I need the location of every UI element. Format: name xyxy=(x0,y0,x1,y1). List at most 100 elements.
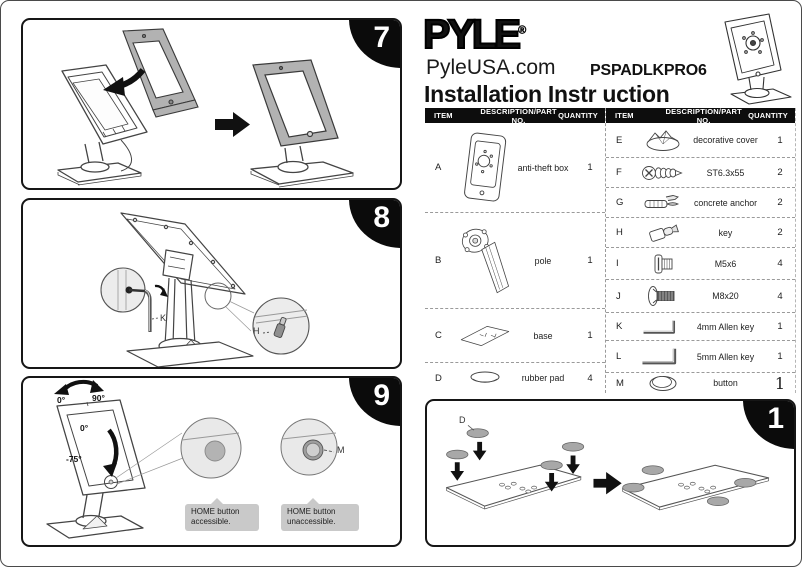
step-panel-8: K H 8 xyxy=(21,198,402,369)
step-number: 1 xyxy=(767,402,784,435)
col-quantity: QUANTITY xyxy=(558,111,598,120)
table-row-m5x6: I M5x6 4 xyxy=(606,248,795,280)
part-quantity: 1 xyxy=(587,255,593,266)
col-item: ITEM xyxy=(615,111,634,120)
parts-table-right: ITEM DESCRIPTION/PART NO. QUANTITY E dec… xyxy=(605,106,796,393)
item-letter: E xyxy=(616,134,623,146)
part-quantity: 1 xyxy=(774,373,786,393)
part-quantity: 1 xyxy=(777,134,783,146)
part-description: anti-theft box xyxy=(517,162,569,173)
rubber-pad-label: D xyxy=(459,415,466,425)
parts-tables: ITEM DESCRIPTION/PART NO. QUANTITY A xyxy=(425,106,796,393)
step8-illustration xyxy=(100,212,310,367)
part-quantity: 2 xyxy=(777,227,783,238)
page-title: Installation Instr uction xyxy=(424,81,670,107)
part-description: pole xyxy=(534,255,552,266)
bolt-short-icon xyxy=(640,251,686,277)
part-quantity: 4 xyxy=(777,258,783,269)
allen-key-small-icon xyxy=(640,316,686,338)
table-header: ITEM DESCRIPTION/PART NO. QUANTITY xyxy=(606,106,795,125)
col-description: DESCRIPTION/PART NO. xyxy=(480,106,557,125)
step7-illustration xyxy=(57,28,354,188)
col-quantity: QUANTITY xyxy=(748,111,788,120)
part-description: base xyxy=(533,330,553,341)
part-description: button xyxy=(713,378,738,388)
table-row-decorative-cover: E decorative cover 1 xyxy=(606,123,795,158)
step9-illustration xyxy=(46,379,338,539)
step-number: 9 xyxy=(373,379,390,412)
product-thumbnail xyxy=(724,13,792,105)
table-row-anti-theft-box: A anti-theft box 1 xyxy=(425,123,605,213)
part-description: ST6.3x55 xyxy=(706,167,745,178)
step-number: 7 xyxy=(373,21,390,54)
table-row-concrete-anchor: G concrete anchor 2 xyxy=(606,188,795,218)
button-label: M xyxy=(337,445,345,455)
part-description: rubber pad xyxy=(521,373,565,383)
part-description: decorative cover xyxy=(693,135,758,145)
swivel-min-angle: 0° xyxy=(57,395,66,405)
item-letter: L xyxy=(616,351,622,362)
part-description: 5mm Allen key xyxy=(696,351,755,362)
table-row-allen-key-5mm: L 5mm Allen key 1 xyxy=(606,341,795,373)
item-letter: D xyxy=(435,372,442,384)
button-icon xyxy=(640,373,686,393)
decorative-cover-icon xyxy=(640,126,686,154)
col-item: ITEM xyxy=(434,111,453,120)
allen-key-label: K xyxy=(160,313,167,323)
tilt-max-angle: 0° xyxy=(80,423,89,433)
brand-text: PYLE xyxy=(422,10,522,58)
item-letter: M xyxy=(616,377,624,389)
table-row-pole: B pole 1 xyxy=(425,213,605,309)
parts-table-left: ITEM DESCRIPTION/PART NO. QUANTITY A xyxy=(425,106,605,393)
base-plate-icon xyxy=(459,318,511,354)
website-text: PyleUSA.com xyxy=(426,56,556,79)
part-quantity: 4 xyxy=(777,290,783,302)
part-quantity: 4 xyxy=(587,372,593,384)
table-row-m8x20: J M8x20 4 xyxy=(606,280,795,313)
concrete-anchor-icon xyxy=(640,192,686,214)
part-description: M8x20 xyxy=(712,291,739,301)
part-quantity: 2 xyxy=(777,197,783,208)
step1-illustration xyxy=(446,425,770,511)
rubber-pad-icon xyxy=(459,369,511,387)
item-letter: B xyxy=(435,255,442,266)
tilt-min-angle: -75° xyxy=(66,454,82,464)
allen-key-large-icon xyxy=(640,344,686,370)
key-label: H xyxy=(253,326,260,336)
item-letter: C xyxy=(435,330,442,341)
brand-logo: PYLE® xyxy=(422,10,526,58)
table-row-allen-key-4mm: K 4mm Allen key 1 xyxy=(606,313,795,341)
item-letter: F xyxy=(616,167,622,178)
part-quantity: 2 xyxy=(777,167,783,178)
screw-icon xyxy=(640,162,686,184)
step-panel-1: D 1 xyxy=(425,399,796,547)
home-unaccessible-callout: HOME button unaccessible. xyxy=(281,498,359,531)
table-row-base: C base 1 xyxy=(425,309,605,363)
table-row-key: H key 2 xyxy=(606,218,795,248)
item-letter: K xyxy=(616,321,623,332)
item-letter: A xyxy=(435,162,442,173)
bolt-long-icon xyxy=(640,282,686,310)
part-description: concrete anchor xyxy=(693,197,758,208)
item-letter: G xyxy=(616,197,624,208)
home-accessible-callout: HOME button accessible. xyxy=(185,498,259,531)
callout-line: HOME button xyxy=(191,507,240,516)
part-description: 4mm Allen key xyxy=(696,321,755,332)
item-letter: H xyxy=(616,227,623,238)
col-description: DESCRIPTION/PART NO. xyxy=(665,106,742,125)
table-header: ITEM DESCRIPTION/PART NO. QUANTITY xyxy=(425,106,605,125)
part-quantity: 1 xyxy=(587,330,593,341)
model-number: PSPADLKPRO6 xyxy=(590,62,707,79)
key-icon xyxy=(640,221,686,245)
table-row-screw: F ST6.3x55 2 xyxy=(606,158,795,188)
part-quantity: 1 xyxy=(587,162,593,173)
anti-theft-box-icon xyxy=(459,127,511,209)
callout-line: unaccessible. xyxy=(287,517,336,527)
step-panel-9: 0° 90° 0° -75° M HOME button accessible.… xyxy=(21,376,402,547)
table-row-rubber-pad: D rubber pad 4 xyxy=(425,363,605,393)
pole-icon xyxy=(459,216,511,306)
step-panel-7: 7 xyxy=(21,18,402,190)
swivel-max-angle: 90° xyxy=(92,393,105,403)
table-row-button: M button 1 xyxy=(606,373,795,393)
callout-line: accessible. xyxy=(191,517,231,527)
